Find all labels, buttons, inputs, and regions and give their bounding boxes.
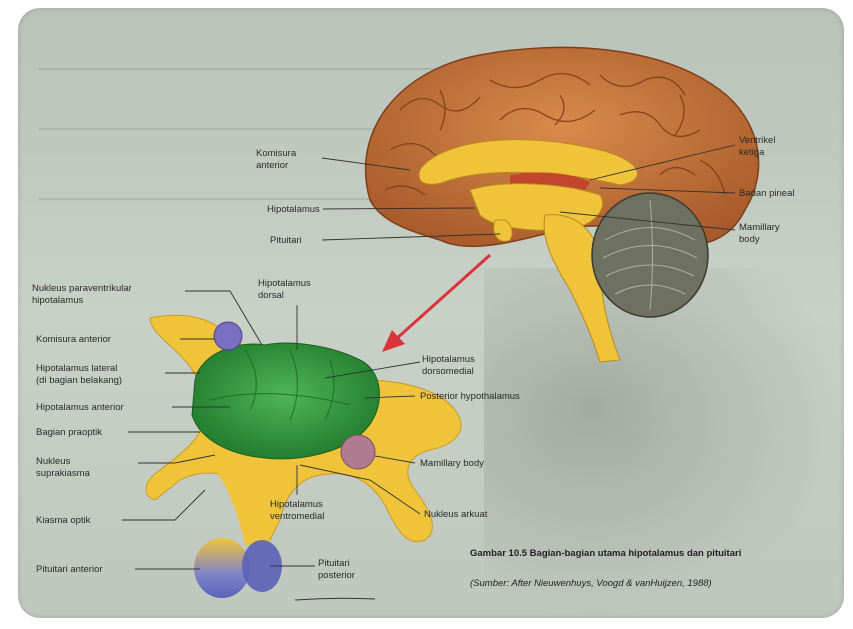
label-posterior-hypothalamus: Posterior hypothalamus <box>420 391 520 402</box>
komisura-anterior-shape <box>214 322 242 350</box>
label-badan-pineal: Badan pineal <box>739 188 794 199</box>
label-pituitari-anterior: Pituitari anterior <box>36 564 103 575</box>
label-hipotalamus-ventromedial: Hipotalamus ventromedial <box>270 499 325 522</box>
pituitary-anterior-shape <box>194 538 250 598</box>
label-hipotalamus-brain: Hipotalamus <box>267 204 320 215</box>
label-mamillary-body-detail: Mamillary body <box>420 458 484 469</box>
hypothalamus-detail <box>146 315 461 598</box>
label-ventrikel-ketiga: Ventrikel ketiga <box>739 135 778 158</box>
label-pituitari-posterior: Pituitari posterior <box>318 558 355 581</box>
label-komisura-anterior-brain: Komisura anterior <box>256 148 299 171</box>
label-mamillary-body-brain: Mamillary body <box>739 222 782 245</box>
label-hipotalamus-lateral: Hipotalamus lateral (di bagian belakang) <box>36 363 122 386</box>
label-nukleus-suprakiasma: Nukleus suprakiasma <box>36 456 91 479</box>
label-kiasma-optik: Kiasma optik <box>36 515 91 526</box>
zoom-arrow <box>382 255 490 352</box>
label-komisura-anterior-detail: Komisura anterior <box>36 334 111 345</box>
label-hipotalamus-dorsal: Hipotalamus dorsal <box>258 278 313 301</box>
label-nukleus-paraventrikular: Nukleus paraventrikular hipotalamus <box>32 283 134 306</box>
figure-source: (Sumber: After Nieuwenhuys, Voogd & vanH… <box>470 578 712 589</box>
label-nukleus-arkuat: Nukleus arkuat <box>424 509 488 520</box>
label-bagian-praoptik: Bagian praoptik <box>36 427 102 438</box>
mamillary-body-shape <box>341 435 375 469</box>
label-pituitari-brain: Pituitari <box>270 235 302 246</box>
figure-caption: Gambar 10.5 Bagian-bagian utama hipotala… <box>470 548 741 559</box>
label-hipotalamus-dorsomedial: Hipotalamus dorsomedial <box>422 354 477 377</box>
pen-underline <box>295 598 375 600</box>
label-hipotalamus-anterior: Hipotalamus anterior <box>36 402 124 413</box>
